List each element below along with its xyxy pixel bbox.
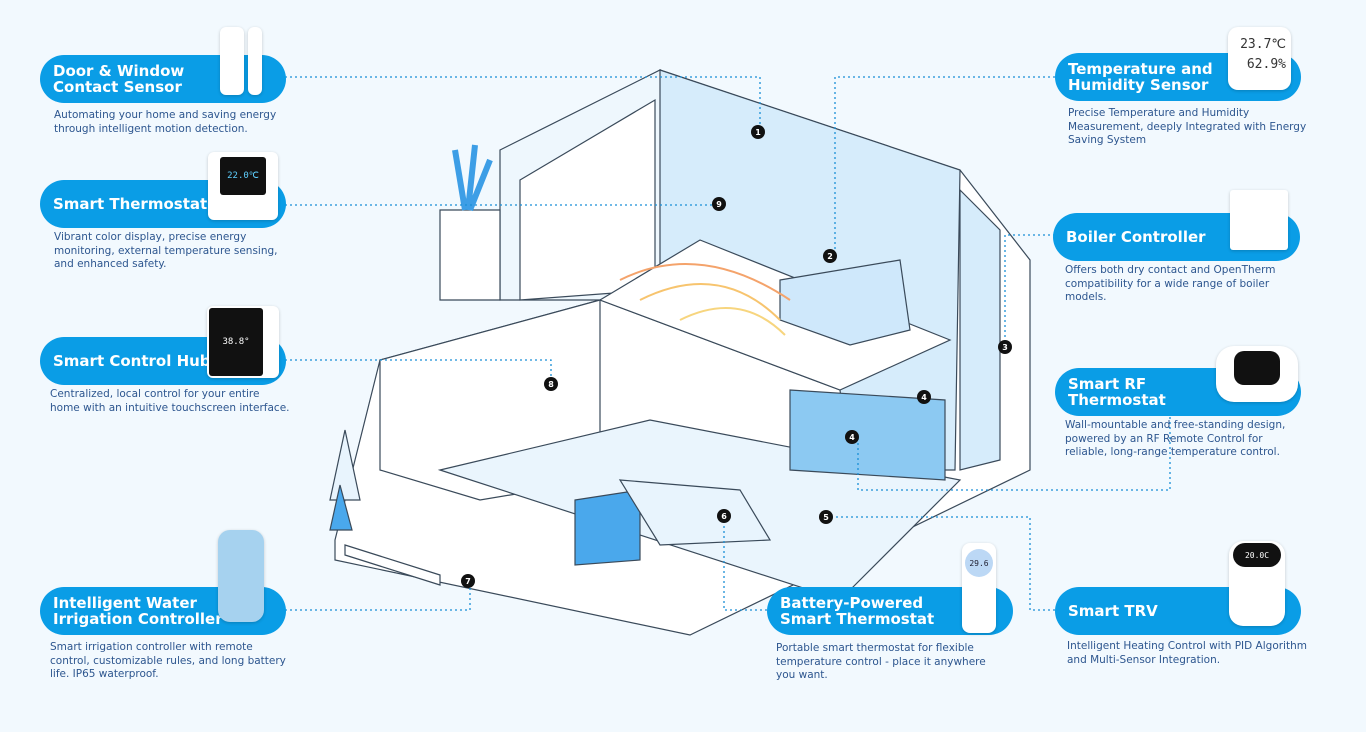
- rf-thermostat-image: [1216, 346, 1298, 402]
- temp-sensor-desc: Precise Temperature and Humidity Measure…: [1068, 107, 1307, 146]
- marker-2[interactable]: 2: [823, 249, 837, 263]
- door-sensor-magnet-image: [248, 27, 262, 95]
- rf-screen: [1234, 351, 1280, 385]
- door-sensor-title: Door & Window Contact Sensor: [40, 55, 286, 103]
- marker-9[interactable]: 9: [712, 197, 726, 211]
- irrigation-title: Intelligent Water Irrigation Controller: [40, 587, 286, 635]
- smart-thermostat-image: 22.0℃: [208, 152, 278, 220]
- irrigation-controller-image: [218, 530, 264, 622]
- door-sensor-desc: Automating your home and saving energy t…: [54, 109, 277, 135]
- battery-thermostat-image: 29.6: [962, 543, 996, 633]
- door-sensor-image: [220, 27, 244, 95]
- marker-3[interactable]: 3: [998, 340, 1012, 354]
- marker-5[interactable]: 5: [819, 510, 833, 524]
- boiler-desc: Offers both dry contact and OpenTherm co…: [1065, 264, 1276, 303]
- marker-4b[interactable]: 4: [845, 430, 859, 444]
- marker-6[interactable]: 6: [717, 509, 731, 523]
- battery-thermostat-desc: Portable smart thermostat for flexible t…: [776, 642, 986, 681]
- smart-thermostats-desc: Vibrant color display, precise energy mo…: [54, 231, 278, 270]
- boiler-controller-image: [1230, 190, 1288, 250]
- trv-desc: Intelligent Heating Control with PID Alg…: [1067, 640, 1307, 666]
- thermostat-screen: 22.0℃: [220, 157, 266, 195]
- smart-hub-image: 38.8°: [207, 306, 279, 378]
- humidity-readout: 62.9%: [1246, 57, 1286, 72]
- marker-1[interactable]: 1: [751, 125, 765, 139]
- hub-screen: 38.8°: [209, 308, 263, 376]
- trv-screen: 20.0C: [1233, 543, 1281, 567]
- smart-hub-desc: Centralized, local control for your enti…: [50, 388, 290, 414]
- marker-4a[interactable]: 4: [917, 390, 931, 404]
- temp-readout: 23.7℃: [1240, 37, 1286, 52]
- temp-sensor-image: 23.7℃ 62.9%: [1228, 27, 1291, 90]
- marker-7[interactable]: 7: [461, 574, 475, 588]
- trv-image: 20.0C: [1229, 541, 1285, 626]
- battery-screen: 29.6: [965, 549, 993, 577]
- marker-8[interactable]: 8: [544, 377, 558, 391]
- rf-thermostat-desc: Wall-mountable and free-standing design,…: [1065, 419, 1286, 458]
- irrigation-desc: Smart irrigation controller with remote …: [50, 641, 286, 680]
